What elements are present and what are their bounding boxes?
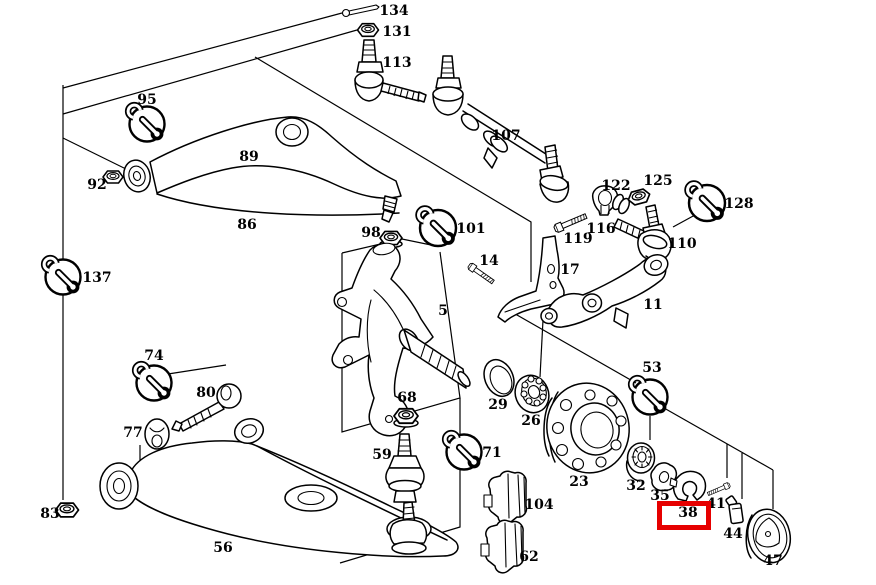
part-label-59: 59 [372, 447, 391, 463]
wheel-hub-23 [543, 382, 630, 474]
part-label-35: 35 [650, 488, 669, 504]
part-label-83: 83 [40, 506, 59, 522]
part-label-86: 86 [237, 217, 256, 233]
sensor-44 [725, 495, 744, 525]
cotter-pin-134 [341, 4, 380, 18]
part-label-119: 119 [563, 231, 592, 247]
part-label-95: 95 [137, 92, 156, 108]
part-label-56: 56 [213, 540, 232, 556]
wrench-callout-53 [631, 378, 667, 414]
part-label-47: 47 [763, 553, 782, 569]
part-label-107: 107 [491, 128, 520, 144]
part-label-113: 113 [382, 55, 411, 71]
part-label-101: 101 [456, 221, 485, 237]
part-label-131: 131 [382, 24, 411, 40]
part-label-110: 110 [667, 236, 696, 252]
part-label-68: 68 [397, 390, 416, 406]
part-label-104: 104 [524, 497, 553, 513]
highlight-box-38 [657, 501, 711, 530]
tie-rod-end-113 [354, 39, 427, 103]
wrench-callout-137 [44, 258, 80, 294]
seal-ring-29 [483, 358, 515, 398]
ball-joint-59 [385, 433, 425, 503]
retainer-104 [483, 470, 528, 525]
nut-68 [393, 407, 419, 428]
part-label-62: 62 [519, 549, 538, 565]
lock-plate-38 [669, 470, 707, 502]
part-label-23: 23 [569, 474, 588, 490]
wheel-bearing-26 [514, 374, 550, 414]
wrench-callout-128 [688, 184, 725, 221]
part-label-128: 128 [724, 196, 753, 212]
lower-control-arm-56 [99, 417, 459, 558]
part-label-122: 122 [601, 178, 630, 194]
part-label-125: 125 [643, 173, 672, 189]
part-label-71: 71 [482, 445, 501, 461]
wrench-callout-101 [419, 209, 456, 246]
part-label-41: 41 [706, 496, 725, 512]
wrench-callout-71 [445, 433, 481, 469]
part-label-44: 44 [723, 526, 743, 542]
part-label-137: 137 [82, 270, 111, 286]
buffer-77 [144, 418, 170, 450]
part-label-74: 74 [144, 348, 164, 364]
part-label-116: 116 [586, 221, 615, 237]
part-label-77: 77 [123, 425, 142, 441]
part-label-98: 98 [361, 225, 380, 241]
drag-link-107 [432, 55, 570, 203]
part-label-17: 17 [560, 262, 579, 278]
bolt-41 [706, 481, 732, 498]
retainer-62 [480, 519, 525, 574]
lock-nut-131 [356, 22, 380, 38]
grease-cap-47 [745, 508, 792, 564]
parts-artwork [54, 4, 792, 574]
part-label-14: 14 [479, 253, 499, 269]
part-label-134: 134 [379, 3, 408, 19]
part-label-92: 92 [87, 177, 106, 193]
wrench-callout-95 [128, 105, 164, 141]
steering-arm-11 [540, 253, 669, 329]
part-label-29: 29 [488, 397, 507, 413]
part-label-53: 53 [642, 360, 661, 376]
part-label-38: 38 [678, 505, 697, 521]
part-label-11: 11 [643, 297, 662, 313]
part-label-32: 32 [626, 478, 645, 494]
wrench-callout-74 [135, 364, 171, 400]
part-label-80: 80 [196, 385, 216, 401]
part-label-5: 5 [438, 303, 448, 319]
steering-knuckle-5 [331, 242, 471, 437]
lock-washer-122 [611, 193, 631, 215]
upper-control-arm-86 [123, 116, 402, 223]
bearing-32 [625, 442, 656, 482]
part-label-89: 89 [239, 149, 258, 165]
bracket-17 [497, 235, 565, 323]
bolt-80 [171, 383, 242, 432]
part-label-26: 26 [521, 413, 540, 429]
